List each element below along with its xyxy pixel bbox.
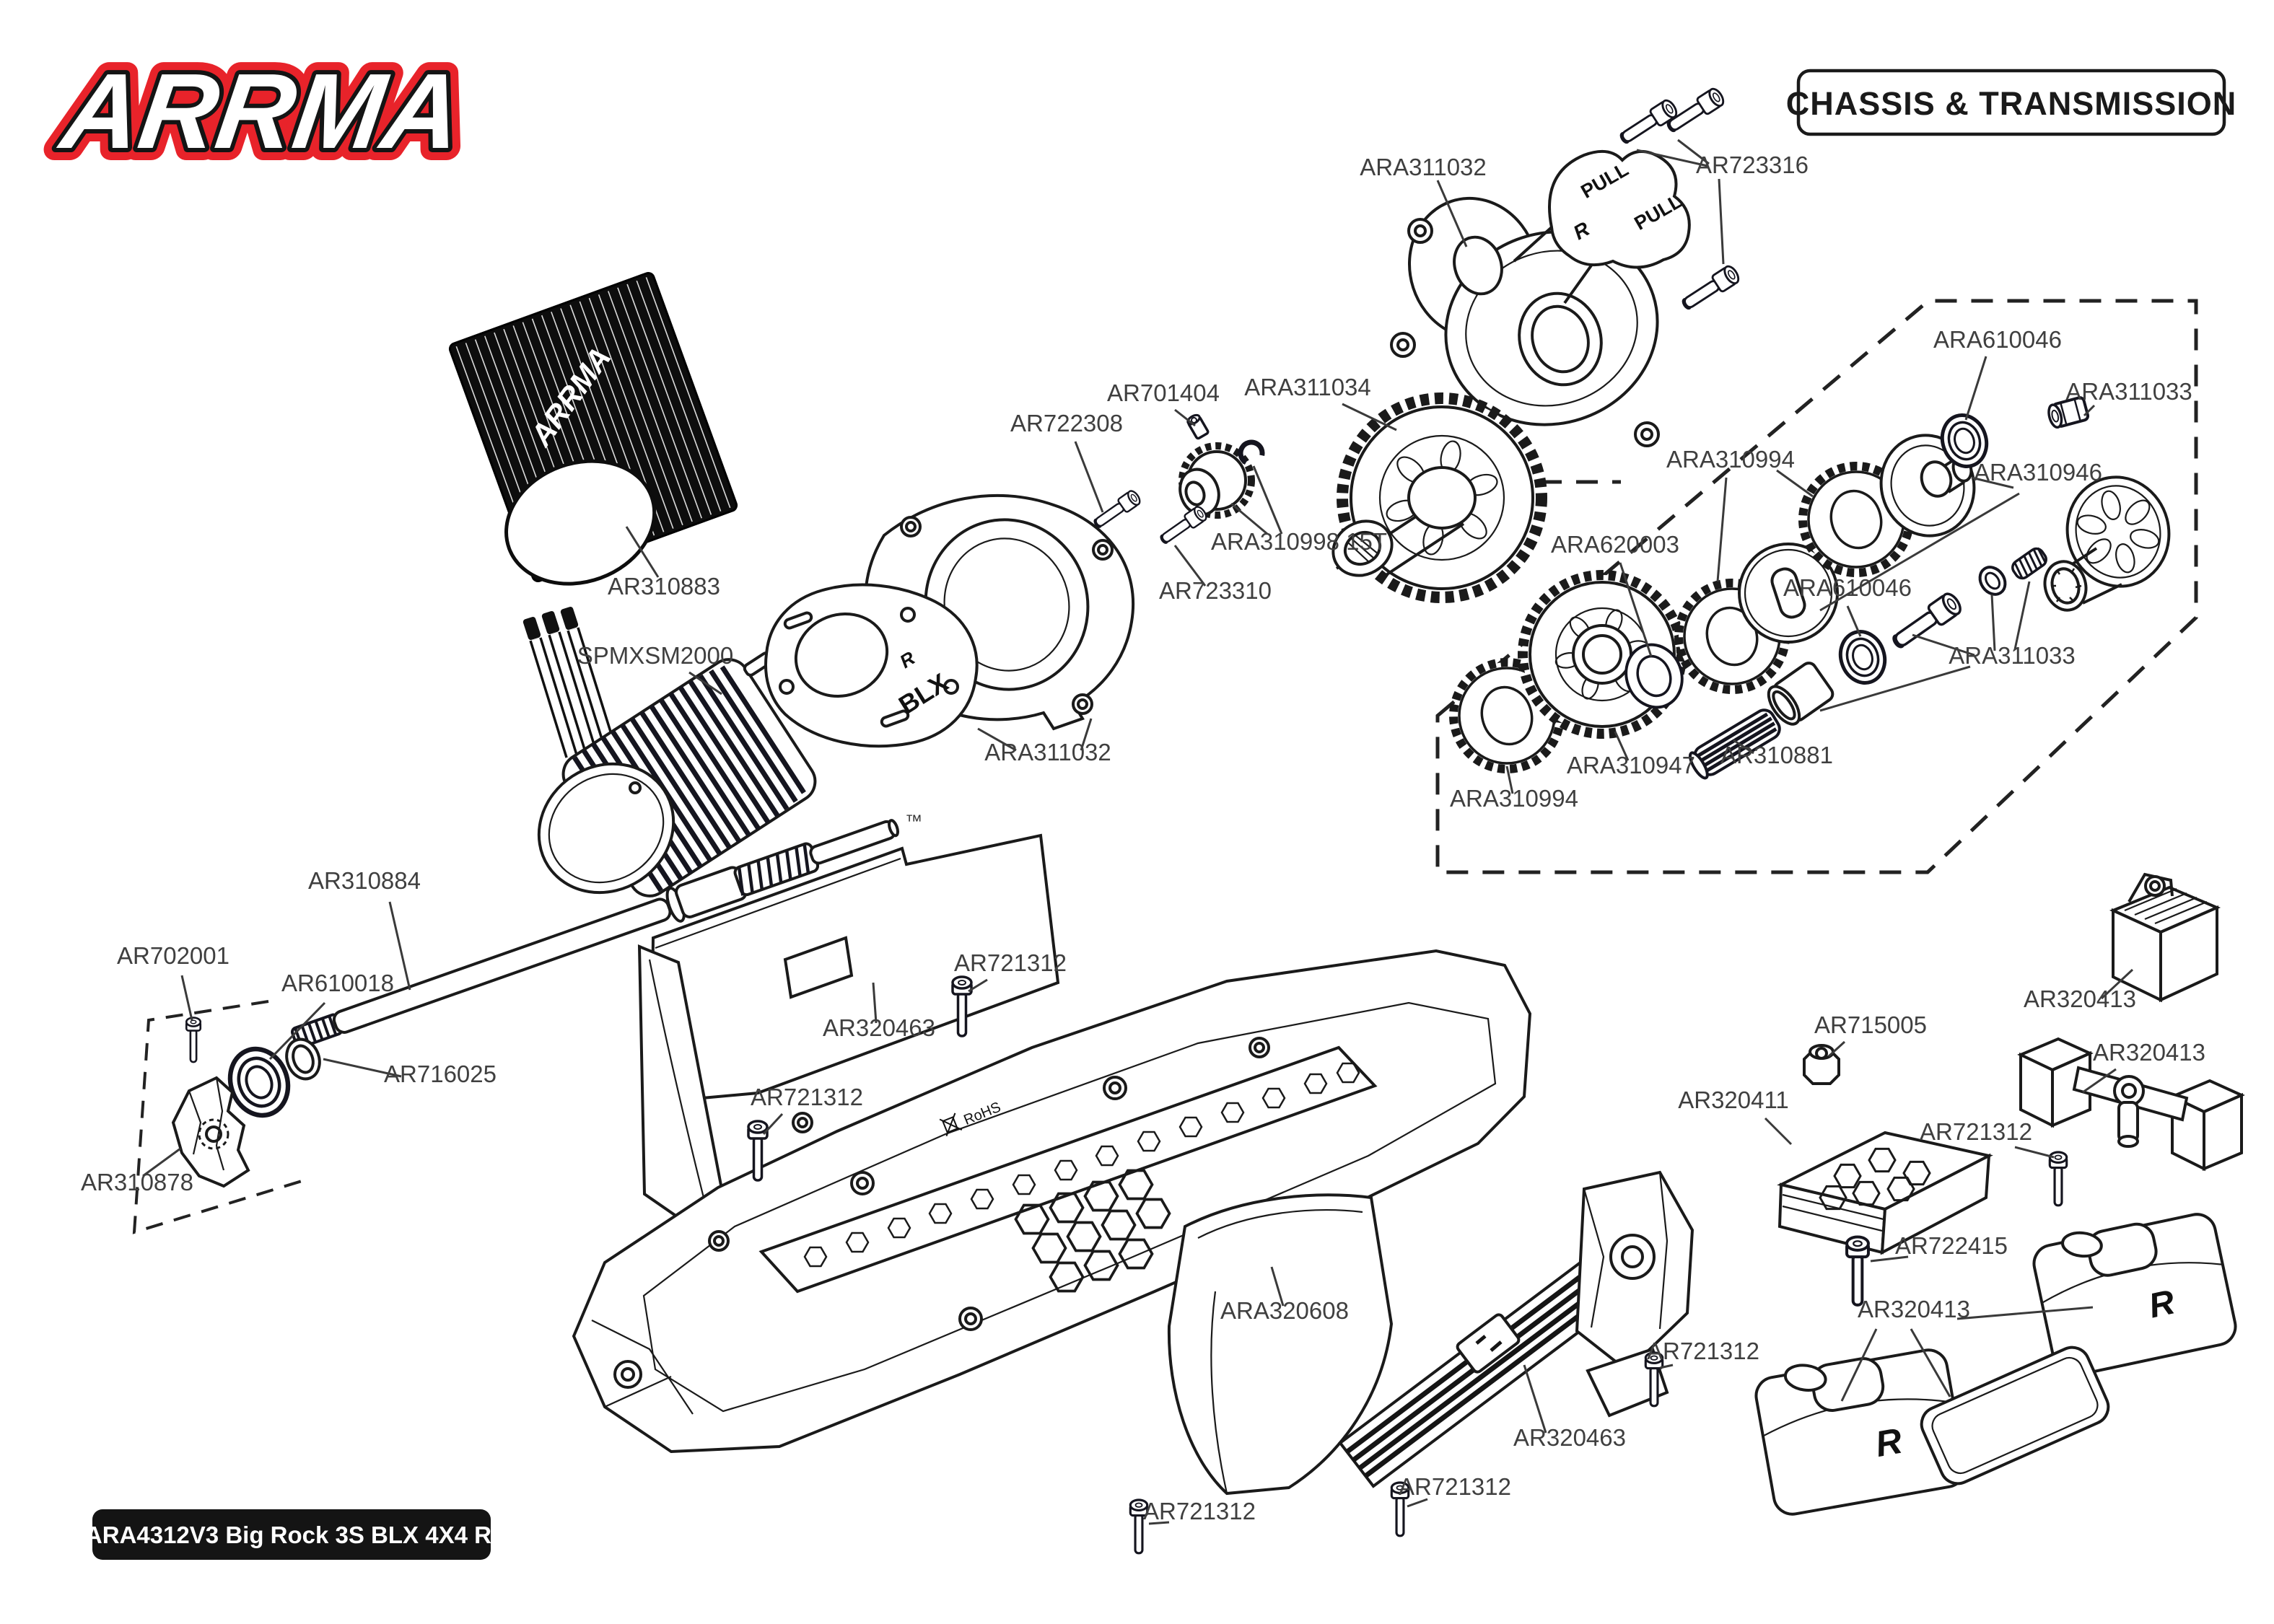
- dashed-boundary-brace: [132, 1000, 310, 1234]
- part-label-gear-cover: ARA311032: [1360, 154, 1487, 180]
- part-label-box-top: AR320413: [2024, 986, 2136, 1012]
- part-label-ring-620003: ARA620003: [1551, 531, 1679, 558]
- model-badge: C-ARA4312V3 Big Rock 3S BLX 4X4 RTR: [60, 1509, 523, 1560]
- arrma-logo-text: ARRMA: [52, 51, 469, 171]
- spur-gear-ARA311034: [1331, 392, 1547, 603]
- part-label-nut-715005: AR715005: [1814, 1011, 1927, 1038]
- leader-lines: [142, 139, 2134, 1525]
- right-parts-column: R R: [1754, 872, 2245, 1516]
- slipper-brace-group: [171, 1017, 321, 1188]
- slipper-clutch-exploded: [1453, 396, 2171, 780]
- part-label-pin-screw-1: AR721312: [954, 949, 1067, 976]
- battery-box-a: R: [2032, 1213, 2237, 1377]
- part-label-coupler-low: ARA311033: [1949, 642, 2076, 669]
- page-title: CHASSIS & TRANSMISSION: [1786, 85, 2237, 122]
- part-label-heatsink: AR310883: [608, 573, 720, 600]
- part-label-motor-mount: ARA311032: [984, 739, 1111, 765]
- part-label-bearing-610018: AR610018: [281, 970, 394, 996]
- part-label-screw-723310: AR723310: [1159, 577, 1272, 604]
- part-label-chassis: ARA320608: [1220, 1297, 1349, 1324]
- wedge-320411-drawing: [1777, 1131, 1993, 1255]
- part-label-slipper-hub: ARA310946: [1974, 459, 2102, 486]
- arrma-logo-outline: ARRMA: [52, 51, 469, 171]
- part-label-pinion: ARA310998 15T: [1211, 528, 1387, 555]
- nut-715005-drawing: [1803, 1044, 1840, 1085]
- part-label-mudguard-right: AR320463: [1513, 1424, 1626, 1451]
- part-labels: ARA311032 AR723316 AR310883 SPMXSM2000 A…: [81, 152, 2205, 1524]
- part-label-screw-722308: AR722308: [1010, 410, 1123, 436]
- part-label-mudguard-left: AR320463: [823, 1014, 935, 1041]
- part-box-top: [2109, 872, 2221, 1003]
- part-label-bearing-low: ARA610046: [1783, 574, 1912, 601]
- title-box: CHASSIS & TRANSMISSION: [1786, 69, 2237, 136]
- part-label-pin-screw-3: AR721312: [1647, 1338, 1759, 1364]
- part-label-oring-716025: AR716025: [384, 1061, 497, 1087]
- part-label-slipper-gear: ARA310947: [1567, 752, 1695, 778]
- nut-top-drawing: [2047, 396, 2090, 429]
- part-label-screw-702001: AR702001: [117, 942, 229, 969]
- mud-guard-left: [637, 833, 1060, 1229]
- part-label-brace-310878: AR310878: [81, 1169, 193, 1195]
- part-label-nut-top: ARA311033: [2065, 378, 2192, 405]
- part-label-splined-shaft: AR310881: [1720, 742, 1833, 768]
- pinion-and-hardware: [1090, 413, 1265, 548]
- rear-brace: [1575, 1170, 1694, 1418]
- arrma-logo: ARRMA ARRMA: [40, 39, 481, 183]
- part-label-pin-screw-4: AR721312: [1399, 1473, 1511, 1500]
- part-label-spur-gear: ARA311034: [1244, 374, 1371, 400]
- model-badge-text: C-ARA4312V3 Big Rock 3S BLX 4X4 RTR: [60, 1522, 523, 1548]
- part-label-grub-screw: AR701404: [1107, 379, 1220, 406]
- part-label-slipper-pad-top: ARA310994: [1666, 446, 1795, 473]
- motor-SPMXSM2000: [522, 606, 817, 897]
- part-label-box-set: AR320413: [1858, 1296, 1970, 1322]
- part-label-pin-screw-6: AR721312: [1920, 1118, 2032, 1145]
- part-label-box-mid: AR320413: [2093, 1039, 2205, 1066]
- part-label-wedge-320411: AR320411: [1678, 1087, 1789, 1113]
- part-label-pin-screw-2: AR721312: [751, 1084, 863, 1110]
- battery-box-b: R: [1754, 1348, 1967, 1516]
- chassis-ARA320608: RoHS: [572, 949, 1532, 1454]
- gearbox-cover-assembly: PULL PULL R: [1390, 85, 1743, 447]
- part-label-pin-screw-5: AR721312: [1143, 1498, 1256, 1524]
- slipper-spring: [2011, 547, 2047, 580]
- part-label-slipper-shaft: AR310884: [308, 867, 421, 894]
- part-label-screw-722415: AR722415: [1895, 1232, 2008, 1259]
- heatsink-AR310883: ARRMA: [448, 272, 738, 586]
- motor-mount-and-case: R BLX: [764, 493, 1135, 748]
- grub-screw-drawing: [1186, 413, 1210, 440]
- part-label-cover-screws: AR723316: [1696, 152, 1809, 178]
- part-label-bearing-top: ARA610046: [1933, 326, 2062, 353]
- part-label-slipper-pad-low: ARA310994: [1450, 785, 1578, 812]
- tm-mark: ™: [905, 812, 922, 831]
- part-label-motor: SPMXSM2000: [577, 642, 733, 669]
- part-box-mid: [2017, 1037, 2245, 1172]
